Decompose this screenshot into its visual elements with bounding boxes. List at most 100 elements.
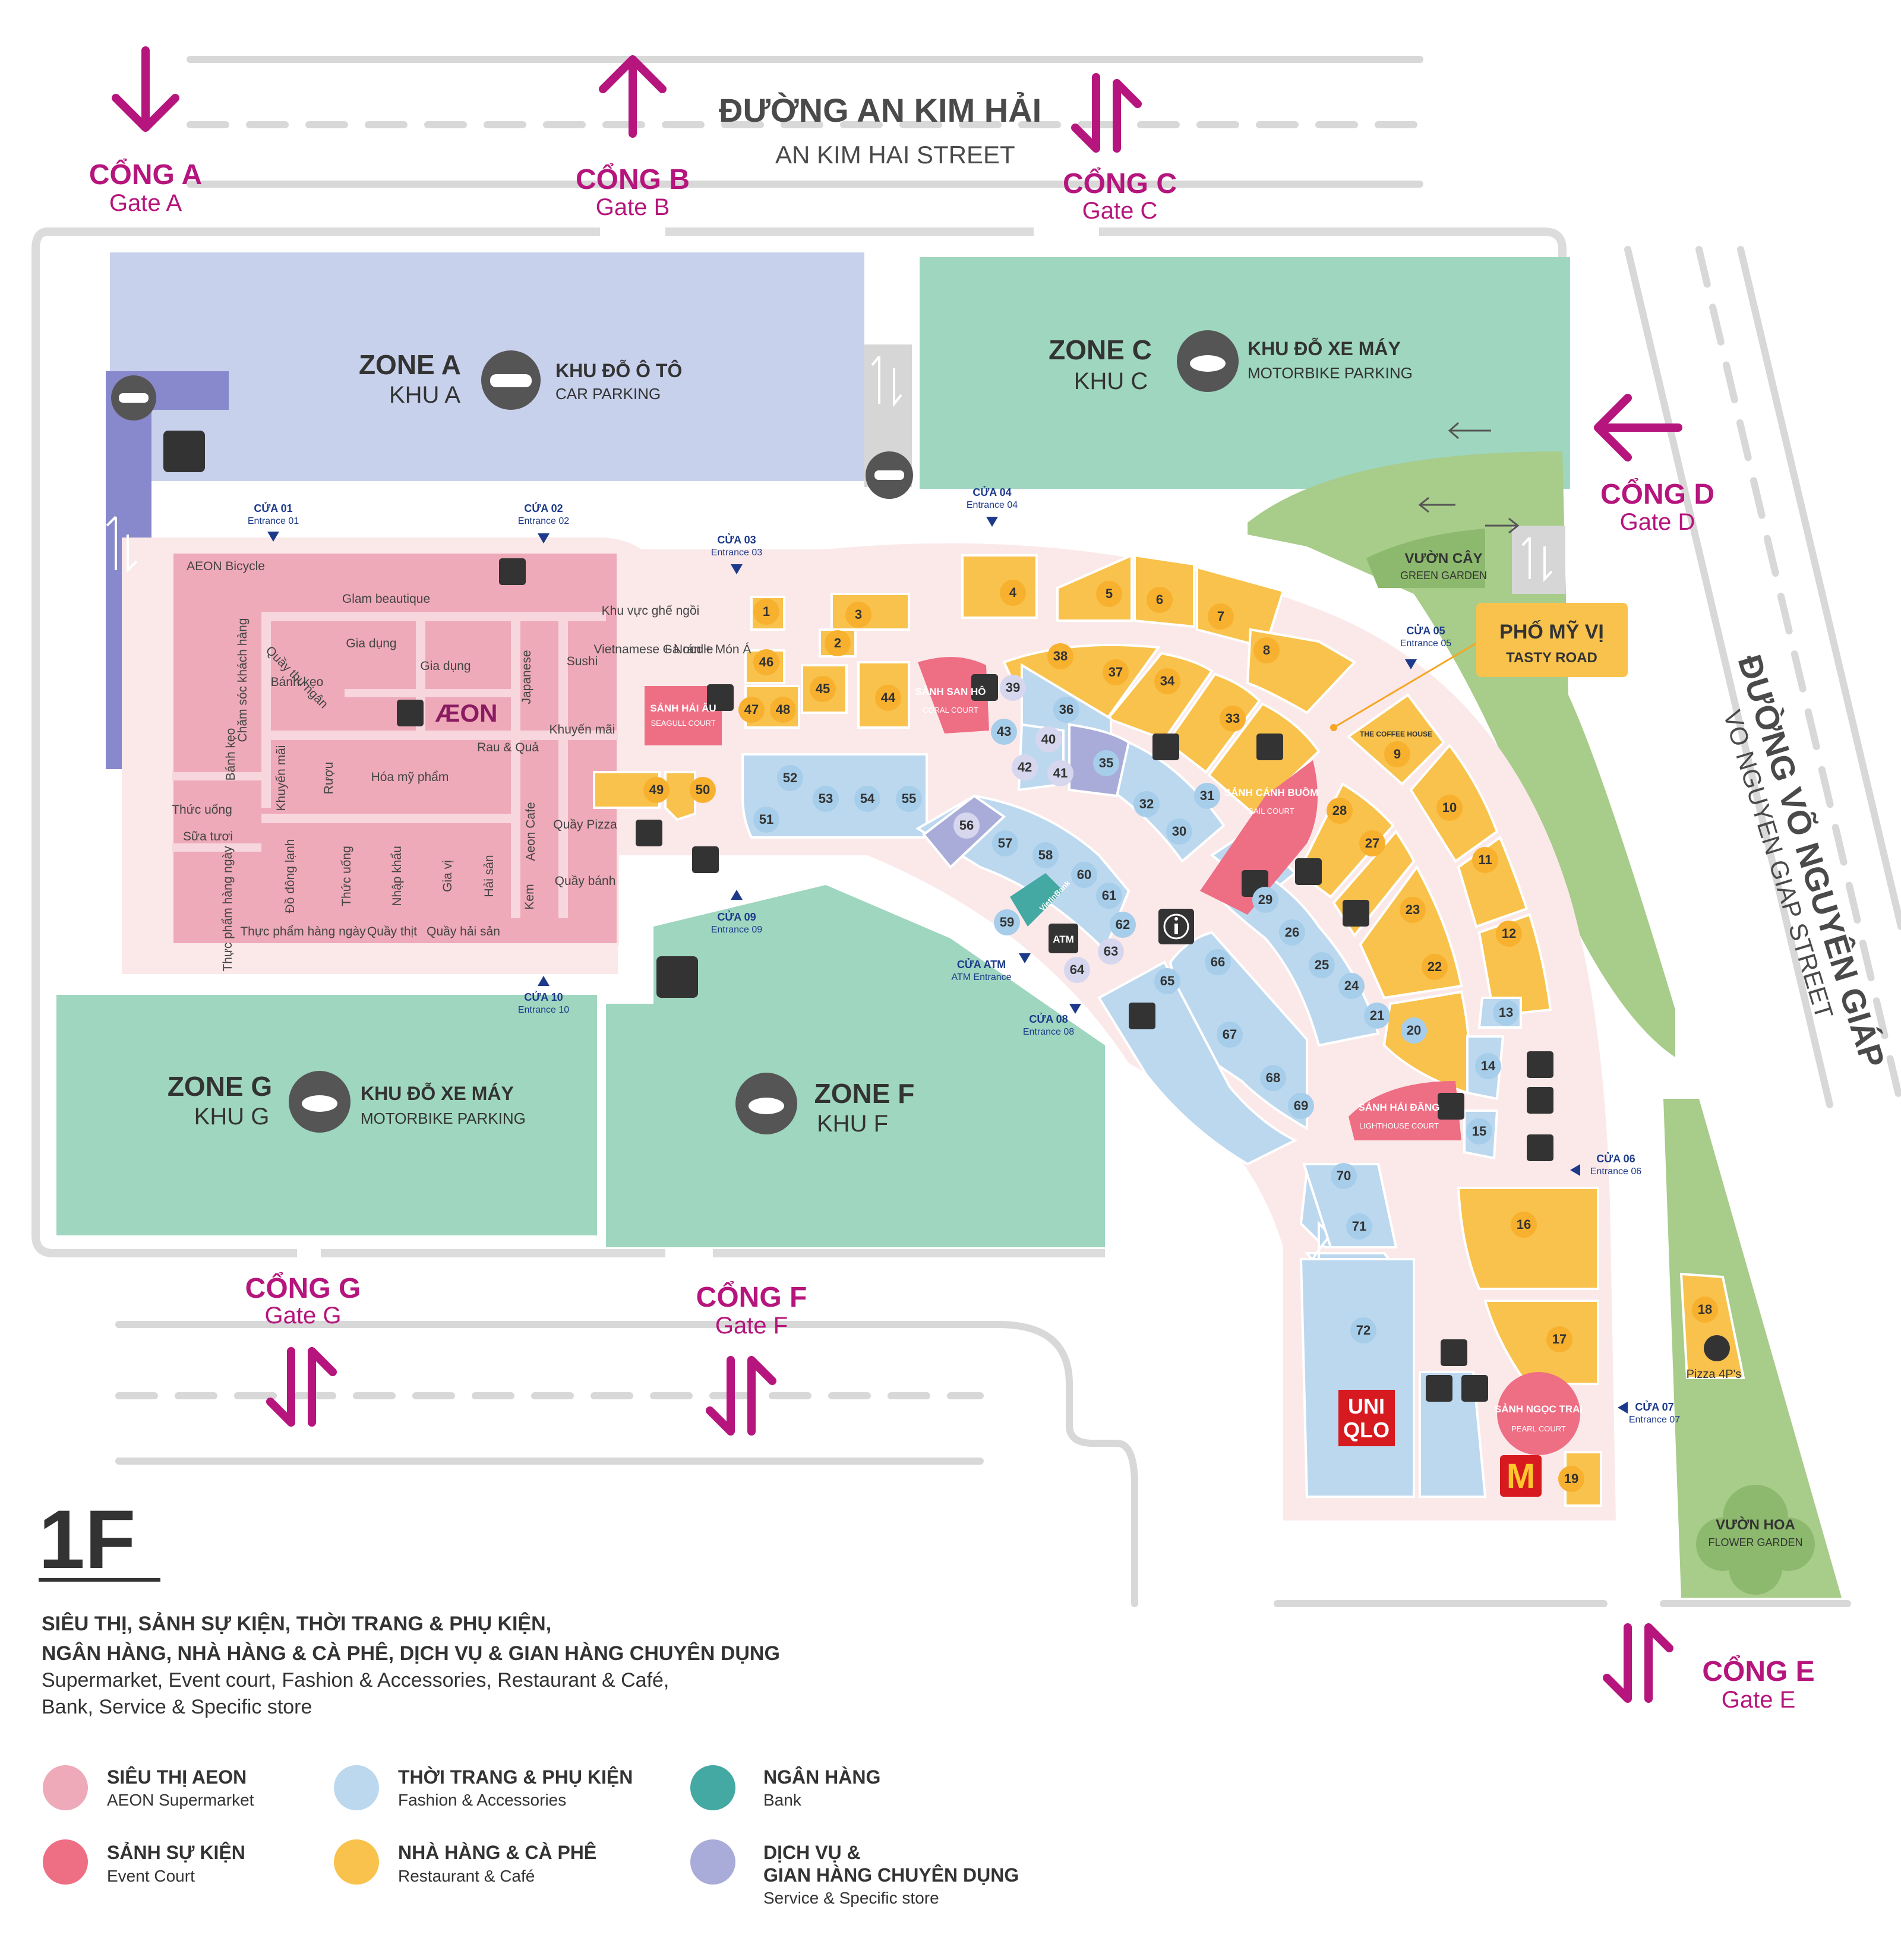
store-badge-35[interactable] xyxy=(1093,750,1119,776)
store-badge-32[interactable] xyxy=(1133,791,1160,817)
store-badge-41[interactable] xyxy=(1047,760,1073,786)
store-badge-49[interactable] xyxy=(643,777,670,803)
store-badge-23[interactable] xyxy=(1400,897,1426,923)
store-badge-28[interactable] xyxy=(1327,798,1353,824)
store-badge-5[interactable] xyxy=(1096,581,1122,607)
zone-c-parking[interactable] xyxy=(920,257,1570,489)
store-number-28: 28 xyxy=(1332,803,1347,818)
store-badge-70[interactable] xyxy=(1331,1163,1357,1189)
store-badge-26[interactable] xyxy=(1279,919,1305,946)
entrance-09-sub: Entrance 09 xyxy=(711,925,762,935)
store-badge-50[interactable] xyxy=(690,777,716,803)
entrance-07-title: CỬA 07 xyxy=(1635,1401,1673,1413)
store-number-42: 42 xyxy=(1018,760,1032,774)
store-badge-69[interactable] xyxy=(1288,1093,1314,1119)
store-badge-71[interactable] xyxy=(1346,1213,1372,1240)
store-badge-27[interactable] xyxy=(1359,830,1385,856)
baby-care-icon xyxy=(1527,1087,1553,1114)
store-number-16: 16 xyxy=(1517,1217,1531,1232)
banh-keo-label-2: Bánh kẹo xyxy=(224,728,238,781)
entrance-06-sub: Entrance 06 xyxy=(1590,1166,1641,1177)
uniqlo-logo[interactable] xyxy=(1338,1390,1395,1446)
store-badge-31[interactable] xyxy=(1194,783,1220,809)
store-badge-43[interactable] xyxy=(991,719,1017,745)
store-badge-33[interactable] xyxy=(1220,706,1246,732)
store-badge-24[interactable] xyxy=(1338,973,1365,999)
store-badge-45[interactable] xyxy=(810,676,836,702)
court-pearl[interactable] xyxy=(1497,1372,1580,1455)
store-badge-62[interactable] xyxy=(1110,912,1136,938)
store-badge-47[interactable] xyxy=(738,697,765,723)
road-top xyxy=(187,56,1423,188)
flower-garden[interactable] xyxy=(1663,1099,1842,1598)
entrance-08-sub: Entrance 08 xyxy=(1023,1027,1074,1037)
store-badge-52[interactable] xyxy=(777,765,803,791)
store-badge-61[interactable] xyxy=(1096,883,1122,909)
store-badge-42[interactable] xyxy=(1012,754,1038,780)
store-badge-56[interactable] xyxy=(953,813,980,839)
store-badge-7[interactable] xyxy=(1208,603,1234,630)
store-badge-8[interactable] xyxy=(1253,637,1280,663)
store-badge-30[interactable] xyxy=(1166,818,1192,845)
store-badge-51[interactable] xyxy=(753,807,779,833)
store-badge-48[interactable] xyxy=(770,697,796,723)
store-badge-29[interactable] xyxy=(1252,887,1278,913)
store-badge-59[interactable] xyxy=(994,909,1020,935)
store-badge-67[interactable] xyxy=(1217,1022,1243,1048)
store-badge-54[interactable] xyxy=(854,786,880,812)
escalator-icon xyxy=(971,674,998,701)
store-badge-16[interactable] xyxy=(1511,1212,1537,1238)
store-badge-53[interactable] xyxy=(813,786,839,812)
vehicle-glyphs xyxy=(119,355,1226,1114)
zone-f-parking[interactable] xyxy=(606,885,1105,1247)
legend: SIÊU THỊ AEON AEON Supermarket THỜI TRAN… xyxy=(43,1765,1019,1907)
bank-vietinbank[interactable] xyxy=(1010,873,1063,927)
store-badge-66[interactable] xyxy=(1205,949,1231,975)
description-en-line2: Bank, Service & Specific store xyxy=(42,1696,312,1718)
store-badge-17[interactable] xyxy=(1546,1326,1572,1352)
store-badge-4[interactable] xyxy=(1000,580,1026,606)
store-badge-10[interactable] xyxy=(1436,795,1463,821)
store-badge-63[interactable] xyxy=(1098,938,1124,965)
store-badge-37[interactable] xyxy=(1103,659,1129,685)
store-badge-65[interactable] xyxy=(1154,968,1180,994)
store-badge-13[interactable] xyxy=(1493,1000,1519,1026)
store-badge-68[interactable] xyxy=(1260,1065,1286,1091)
store-badge-38[interactable] xyxy=(1047,643,1073,669)
store-badge-14[interactable] xyxy=(1475,1053,1501,1079)
store-badge-20[interactable] xyxy=(1401,1017,1427,1044)
store-badge-11[interactable] xyxy=(1472,847,1498,873)
store-badge-9[interactable] xyxy=(1384,741,1410,767)
store-badge-22[interactable] xyxy=(1422,954,1448,980)
store-badge-25[interactable] xyxy=(1309,952,1335,978)
store-badge-58[interactable] xyxy=(1032,842,1059,868)
store-badge-1[interactable] xyxy=(753,599,779,625)
store-badge-40[interactable] xyxy=(1035,726,1062,753)
tasty-road-box[interactable] xyxy=(1476,603,1628,677)
store-badge-55[interactable] xyxy=(896,786,922,812)
store-badge-57[interactable] xyxy=(992,830,1018,856)
store-badge-19[interactable] xyxy=(1558,1466,1584,1492)
store-badge-15[interactable] xyxy=(1466,1118,1492,1145)
store-badge-21[interactable] xyxy=(1364,1003,1390,1029)
store-badge-39[interactable] xyxy=(1000,675,1026,701)
court-seagull[interactable] xyxy=(645,686,722,745)
store-badge-6[interactable] xyxy=(1147,587,1173,613)
store-badge-60[interactable] xyxy=(1071,862,1097,888)
store-badge-72[interactable] xyxy=(1350,1317,1376,1343)
store-badge-12[interactable] xyxy=(1496,921,1522,947)
entrance-02-sub: Entrance 02 xyxy=(518,516,569,526)
store-badge-64[interactable] xyxy=(1064,957,1090,983)
mcdonalds-logo[interactable] xyxy=(1500,1455,1542,1497)
store-badge-44[interactable] xyxy=(875,685,901,711)
entrance-05-sub: Entrance 05 xyxy=(1400,638,1451,649)
court-sail[interactable] xyxy=(1200,760,1318,915)
court-lighthouse[interactable] xyxy=(1349,1081,1461,1140)
store-badge-2[interactable] xyxy=(825,630,851,656)
store-badge-46[interactable] xyxy=(753,649,779,675)
store-badge-18[interactable] xyxy=(1692,1297,1718,1323)
store-badge-36[interactable] xyxy=(1053,697,1079,723)
store-badge-34[interactable] xyxy=(1154,668,1180,694)
store-badge-3[interactable] xyxy=(845,602,871,628)
court-coral[interactable] xyxy=(918,657,989,734)
